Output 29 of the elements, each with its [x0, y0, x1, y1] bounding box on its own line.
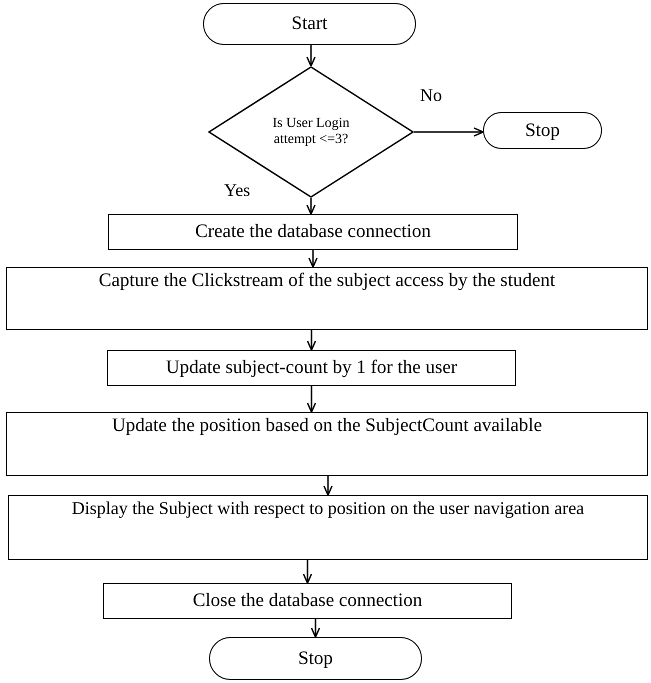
terminator-shape [209, 637, 422, 680]
arrow [310, 619, 320, 638]
arrow [302, 560, 312, 584]
process-box [108, 214, 518, 250]
terminator-shape [203, 3, 416, 45]
node-text: Close the database connection [192, 590, 422, 612]
arrow [306, 386, 316, 413]
process-box [6, 267, 648, 330]
node-text: Display the Subject with respect to position on the user navigation area [72, 498, 584, 519]
node-text: Stop [298, 648, 333, 670]
process-box [103, 583, 512, 619]
process-box [8, 495, 648, 560]
arrow [308, 250, 318, 268]
node-text: Is User Login attempt <=3? [272, 116, 350, 148]
process-box [107, 350, 516, 386]
node-text: Capture the Clickstream of the subject access by the student [98, 270, 556, 292]
arrow [414, 127, 484, 137]
process-box [6, 412, 648, 476]
node-text: Create the database connection [195, 221, 431, 243]
decision-diamond [208, 66, 414, 198]
arrow [306, 198, 316, 215]
node-text: Update subject-count by 1 for the user [166, 357, 458, 379]
node-text: Start [292, 13, 328, 35]
node-text: Stop [525, 120, 560, 142]
arrow [306, 330, 316, 351]
terminator-shape [483, 112, 602, 149]
arrow [306, 45, 316, 67]
node-text: Update the position based on the SubjectCount available [112, 415, 542, 437]
arrow [323, 476, 333, 496]
